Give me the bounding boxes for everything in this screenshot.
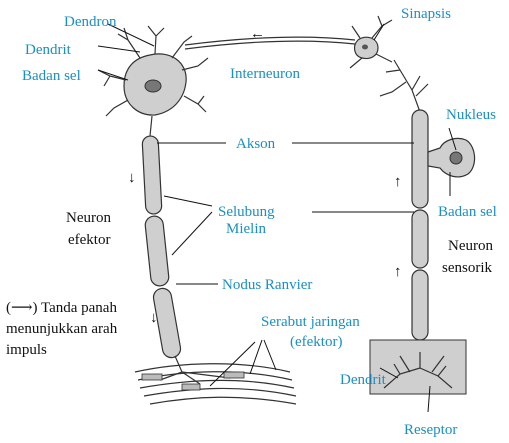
legend-line-2: menunjukkan arah xyxy=(6,321,118,337)
label-neuron-sensorik-2: sensorik xyxy=(442,260,492,276)
label-dendrit-top: Dendrit xyxy=(25,42,72,58)
legend-line-1: (⟶) Tanda panah xyxy=(6,300,117,316)
interneuron-fiber xyxy=(184,36,356,50)
sensory-axon xyxy=(411,109,429,352)
label-reseptor: Reseptor xyxy=(404,422,457,438)
label-badan-sel-right: Badan sel xyxy=(438,204,497,220)
label-nodus-ranvier: Nodus Ranvier xyxy=(222,277,312,293)
label-serabut-1: Serabut jaringan xyxy=(261,314,360,330)
label-neuron-sensorik-1: Neuron xyxy=(448,238,493,254)
legend-line-3: impuls xyxy=(6,342,47,358)
interneuron-cell xyxy=(349,15,393,69)
label-akson: Akson xyxy=(236,136,276,152)
label-interneuron: Interneuron xyxy=(230,66,300,82)
sensory-cell-body xyxy=(427,137,476,178)
sensory-nucleus xyxy=(449,151,463,165)
label-nukleus: Nukleus xyxy=(446,107,496,123)
arrow-left-2: ↓ xyxy=(150,310,158,326)
efferent-cell-body xyxy=(97,25,209,117)
label-dendrit-bottom: Dendrit xyxy=(340,372,387,388)
efferent-nucleus xyxy=(144,79,162,93)
effector-tissue xyxy=(134,363,297,405)
arrow-left-1: ↓ xyxy=(128,170,136,186)
arrow-top: ← xyxy=(250,26,265,42)
receptor xyxy=(369,339,467,395)
label-selubung: Selubung xyxy=(218,204,275,220)
label-neuron-efektor-1: Neuron xyxy=(66,210,111,226)
label-sinapsis: Sinapsis xyxy=(401,6,451,22)
efferent-axon xyxy=(141,115,183,373)
label-mielin: Mielin xyxy=(226,221,266,237)
arrow-right-2: ↑ xyxy=(394,264,402,280)
label-badan-sel-left: Badan sel xyxy=(22,68,81,84)
label-dendron: Dendron xyxy=(64,14,117,30)
sensory-terminal-branches xyxy=(379,59,429,113)
arrow-right-1: ↑ xyxy=(394,174,402,190)
label-neuron-efektor-2: efektor xyxy=(68,232,110,248)
pointer-lines xyxy=(97,23,457,413)
label-serabut-2: (efektor) xyxy=(290,334,342,350)
